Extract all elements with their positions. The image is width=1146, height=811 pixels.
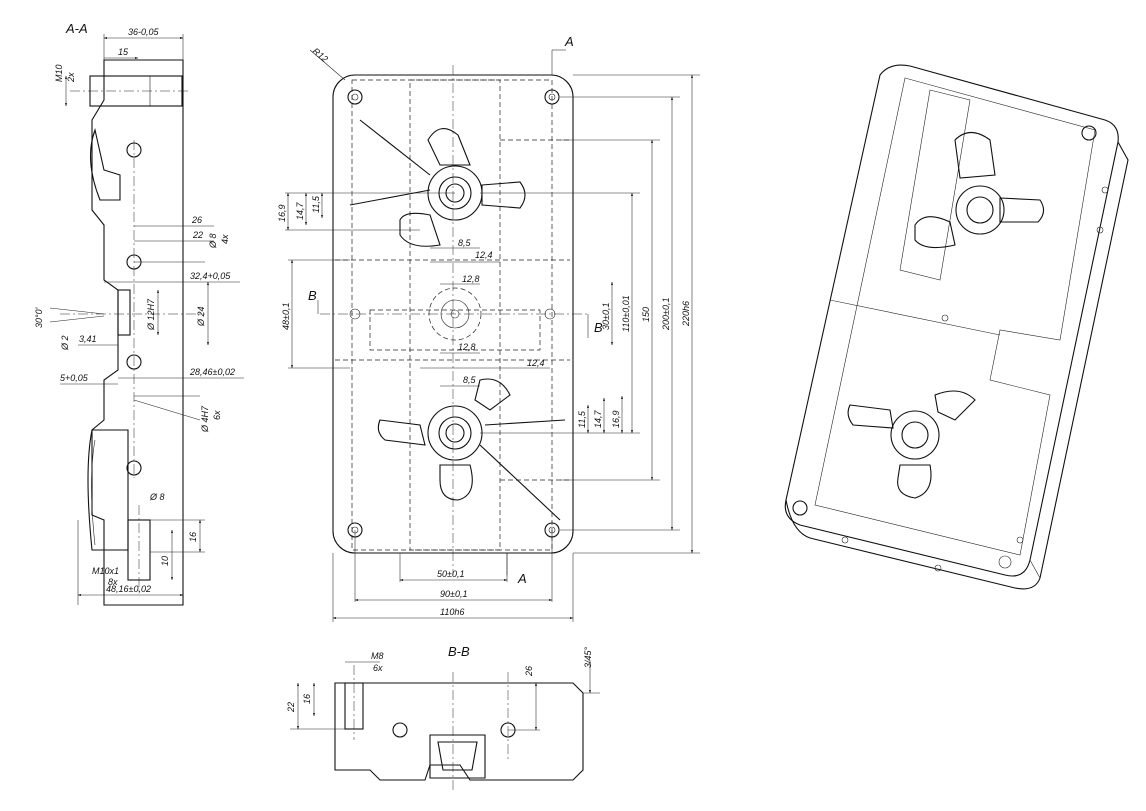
dim-30: 30±0,1 — [601, 303, 611, 330]
dim-d12h7: Ø 12H7 — [146, 298, 156, 331]
dim-m8-count: 6x — [373, 663, 383, 673]
dim-8-5-upper: 8,5 — [458, 238, 472, 248]
dim-d24: Ø 24 — [196, 306, 206, 327]
dim-chamfer: 3/45° — [583, 646, 593, 668]
dim-22-bb: 22 — [286, 702, 296, 713]
dim-150: 150 — [641, 307, 651, 322]
dim-16-bb: 16 — [302, 694, 312, 704]
front-view: A A B B R12 16,9 14,7 11,5 8,5 12,4 12,8… — [277, 34, 700, 622]
dim-11-5-upper: 11,5 — [311, 195, 321, 213]
cut-a-bottom: A — [517, 571, 527, 586]
dim-d4h7-count: 6x — [212, 410, 222, 420]
dim-16-9-lower: 16,9 — [611, 410, 621, 428]
dim-16-9-upper: 16,9 — [277, 204, 287, 222]
dim-d8-lower: Ø 8 — [149, 492, 165, 502]
dim-50: 50±0,1 — [437, 569, 464, 579]
section-aa-title: A-A — [65, 21, 88, 36]
upper-clamp — [349, 119, 526, 247]
dim-d2: Ø 2 — [60, 335, 70, 351]
dim-m10x1-count: 8x — [108, 577, 118, 587]
dim-15: 15 — [118, 47, 129, 57]
dim-14-7-lower: 14,7 — [593, 409, 603, 428]
dim-11-5-lower: 11,5 — [577, 410, 587, 428]
dim-28-46: 28,46±0,02 — [189, 367, 235, 377]
dim-22: 22 — [192, 230, 203, 240]
dim-10: 10 — [160, 556, 170, 566]
dim-d8-count: 4x — [220, 234, 230, 244]
dim-220: 220h6 — [681, 301, 691, 327]
dim-30deg: 30°0' — [34, 307, 44, 328]
section-aa-view: A-A 36-0,05 15 M10 2x 26 22 Ø — [34, 21, 244, 606]
dim-3-41: 3,41 — [79, 334, 97, 344]
dim-m8: M8 — [371, 651, 384, 661]
dim-12-4-upper: 12,4 — [475, 250, 493, 260]
cut-b-left: B — [308, 288, 317, 303]
dim-16: 16 — [188, 532, 198, 542]
dim-m10x1: M10x1 — [92, 566, 119, 576]
lower-clamp — [377, 378, 566, 521]
dim-d8: Ø 8 — [208, 233, 218, 249]
dim-32-4: 32,4+0,05 — [190, 271, 231, 281]
dim-d4h7: Ø 4H7 — [200, 405, 210, 433]
dim-90: 90±0,1 — [440, 589, 467, 599]
dim-5: 5+0,05 — [60, 373, 89, 383]
cut-a-top: A — [564, 34, 574, 49]
dim-110: 110±0,01 — [621, 295, 631, 332]
dim-12-8-lower: 12,8 — [458, 342, 476, 352]
section-bb-title: B-B — [448, 644, 470, 659]
dim-48: 48±0,1 — [281, 303, 291, 330]
dim-26: 26 — [191, 215, 202, 225]
dim-26-bb: 26 — [524, 666, 534, 677]
dim-8-5-lower: 8,5 — [463, 375, 477, 385]
section-bb-view: B-B M8 6x 22 16 26 3/45° — [286, 644, 600, 790]
dim-14-7-upper: 14,7 — [295, 201, 305, 220]
dim-110h6: 110h6 — [440, 607, 464, 617]
dim-12-4-lower: 12,4 — [527, 358, 545, 368]
dim-48-16: 48,16±0,02 — [106, 584, 151, 594]
cut-b-right: B — [594, 320, 603, 335]
isometric-view — [784, 64, 1129, 590]
dim-200: 200±0,1 — [661, 298, 671, 331]
dim-36: 36-0,05 — [128, 27, 160, 37]
dim-12-8-upper: 12,8 — [462, 274, 480, 284]
dim-m10: M10 — [54, 64, 64, 82]
dim-r12: R12 — [311, 46, 330, 64]
dim-m10-count: 2x — [66, 72, 76, 83]
